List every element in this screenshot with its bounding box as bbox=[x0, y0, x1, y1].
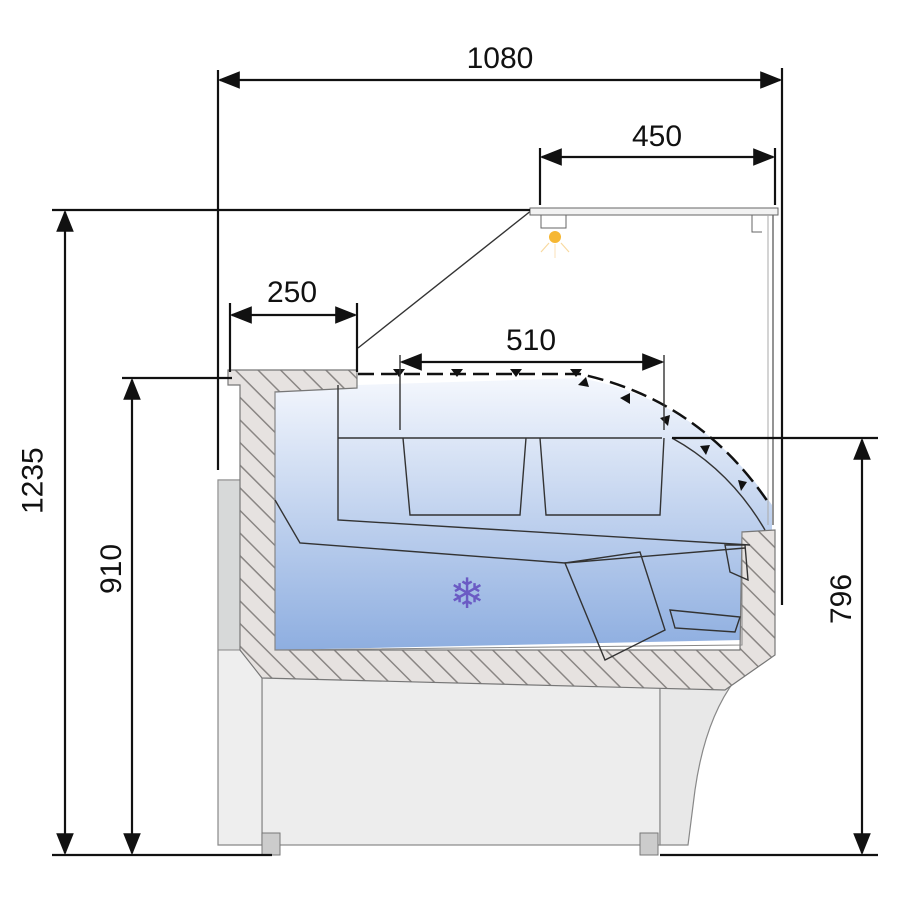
refrigerated-well bbox=[275, 378, 772, 650]
cabinet-base bbox=[217, 479, 737, 856]
dim-canopy-width: 450 bbox=[632, 120, 682, 153]
dim-counter-height: 910 bbox=[95, 544, 128, 594]
dim-counter-top-width: 250 bbox=[267, 276, 317, 309]
dim-overall-height: 1235 bbox=[17, 447, 50, 514]
snowflake-icon: ❄ bbox=[449, 569, 484, 618]
display-cover-line bbox=[358, 369, 772, 506]
dim-display-depth: 510 bbox=[506, 324, 556, 357]
insulation-walls bbox=[227, 369, 776, 691]
dimension-lines bbox=[52, 68, 878, 857]
dim-overall-width: 1080 bbox=[467, 42, 534, 75]
glass-canopy bbox=[357, 207, 779, 525]
dim-display-height: 796 bbox=[825, 574, 858, 624]
light-bulb-icon bbox=[540, 231, 570, 258]
product-trays bbox=[274, 385, 766, 661]
